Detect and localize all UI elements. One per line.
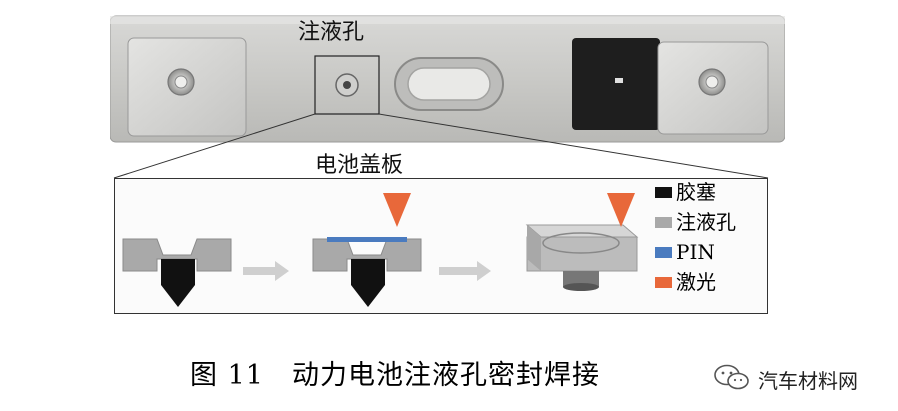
figure-title: 动力电池注液孔密封焊接: [291, 360, 600, 391]
legend-swatch: [655, 277, 672, 288]
fill-hole-label: 注液孔: [298, 20, 365, 45]
fill-hole-highlight-box: [314, 55, 380, 115]
step2-pin-laser: [312, 193, 422, 307]
step3-welded-block: [525, 193, 639, 291]
laser-marker-1: [383, 193, 411, 227]
figure-number: 图 11: [190, 360, 264, 391]
wechat-logo-icon: [714, 364, 749, 390]
cover-plate-label: 电池盖板: [315, 153, 404, 178]
legend-item-laser: 激光: [655, 272, 785, 296]
legend-label: 注液孔: [676, 210, 736, 234]
legend-swatch: [655, 217, 672, 228]
legend-label: PIN: [676, 240, 715, 264]
step1-rubber-plug: [122, 238, 232, 307]
figure-caption: 图 11 动力电池注液孔密封焊接: [190, 362, 600, 389]
sealing-process-diagram: [114, 178, 768, 314]
legend-label: 胶塞: [676, 180, 716, 204]
process-arrow-1: [243, 261, 289, 281]
legend-item-fill-hole: 注液孔: [655, 212, 785, 236]
watermark-text: 汽车材料网: [758, 369, 858, 393]
legend-item-pin: PIN: [655, 242, 785, 266]
insulation-block: [572, 38, 660, 130]
legend-swatch: [655, 187, 672, 198]
cover-plate-photo: [110, 15, 785, 143]
process-arrow-2: [439, 261, 491, 281]
legend-label: 激光: [676, 270, 716, 294]
legend-swatch: [655, 247, 672, 258]
laser-marker-2: [607, 193, 635, 227]
legend-item-rubber-plug: 胶塞: [655, 182, 785, 206]
